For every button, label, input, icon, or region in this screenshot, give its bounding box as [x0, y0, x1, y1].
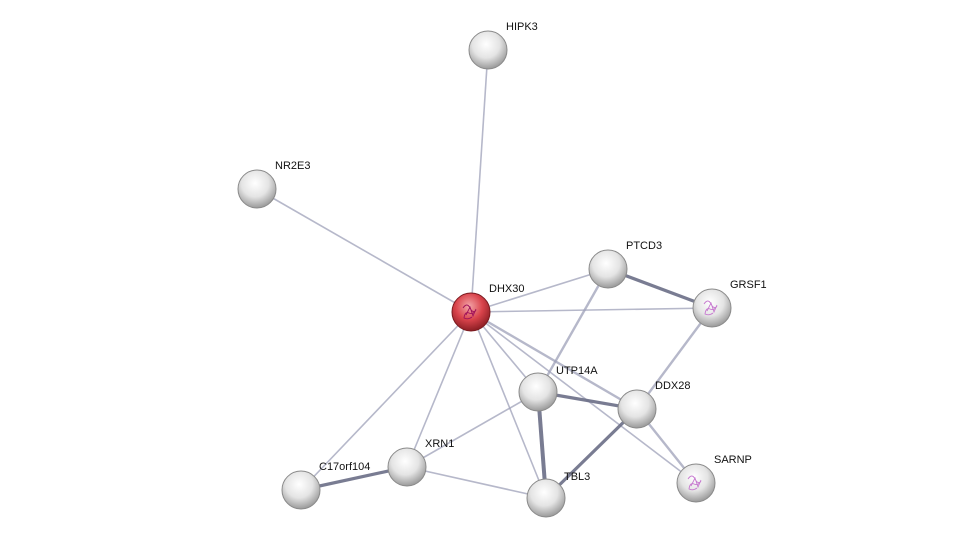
node-sarnp[interactable]: SARNP — [676, 454, 752, 503]
edge-utp14a-xrn1[interactable] — [406, 391, 539, 468]
edge-dhx30-sarnp[interactable] — [470, 311, 697, 484]
node-label: NR2E3 — [275, 160, 310, 172]
node-label: XRN1 — [425, 438, 454, 450]
node-hipk3[interactable]: HIPK3 — [468, 21, 538, 70]
node-ddx28[interactable]: DDX28 — [617, 380, 690, 429]
node-label: SARNP — [714, 454, 752, 466]
node-label: C17orf104 — [319, 461, 370, 473]
node-c17orf104[interactable]: C17orf104 — [281, 461, 370, 510]
edge-grsf1-ddx28[interactable] — [636, 307, 713, 410]
edge-dhx30-xrn1[interactable] — [406, 311, 472, 468]
node-utp14a[interactable]: UTP14A — [518, 365, 598, 412]
node-bubble[interactable] — [588, 249, 628, 289]
edge-ddx28-tbl3[interactable] — [544, 407, 639, 500]
edge-dhx30-ptcd3[interactable] — [470, 268, 609, 313]
node-bubble[interactable] — [692, 288, 732, 328]
node-label: DDX28 — [655, 380, 690, 392]
protein-structure-icon — [462, 304, 477, 320]
edge-dhx30-grsf1[interactable] — [470, 307, 713, 313]
node-label: GRSF1 — [730, 279, 767, 291]
edge-dhx30-c17orf104[interactable] — [300, 311, 472, 491]
edge-dhx30-hipk3[interactable] — [470, 49, 489, 313]
node-bubble[interactable] — [451, 292, 491, 332]
node-bubble[interactable] — [676, 463, 716, 503]
node-bubble[interactable] — [281, 470, 321, 510]
node-bubble[interactable] — [237, 169, 277, 209]
edges-layer — [256, 49, 713, 500]
node-nr2e3[interactable]: NR2E3 — [237, 160, 310, 209]
node-bubble[interactable] — [387, 447, 427, 487]
node-grsf1[interactable]: GRSF1 — [692, 279, 767, 328]
node-label: PTCD3 — [626, 240, 662, 252]
node-label: DHX30 — [489, 283, 524, 295]
node-xrn1[interactable]: XRN1 — [387, 438, 454, 487]
edge-ptcd3-utp14a[interactable] — [536, 268, 610, 393]
node-ptcd3[interactable]: PTCD3 — [588, 240, 662, 289]
edge-dhx30-nr2e3[interactable] — [256, 188, 472, 313]
protein-structure-icon — [687, 475, 702, 491]
node-bubble[interactable] — [526, 478, 566, 518]
edge-dhx30-ddx28[interactable] — [470, 310, 638, 411]
node-dhx30[interactable]: DHX30 — [451, 283, 524, 332]
edge-dhx30-tbl3[interactable] — [470, 311, 547, 499]
node-bubble[interactable] — [518, 372, 558, 412]
edge-xrn1-tbl3[interactable] — [406, 466, 547, 499]
node-bubble[interactable] — [468, 30, 508, 70]
node-bubble[interactable] — [617, 389, 657, 429]
node-label: HIPK3 — [506, 21, 538, 33]
protein-structure-icon — [703, 300, 718, 316]
node-tbl3[interactable]: TBL3 — [526, 471, 590, 518]
node-label: UTP14A — [556, 365, 598, 377]
node-label: TBL3 — [564, 471, 590, 483]
